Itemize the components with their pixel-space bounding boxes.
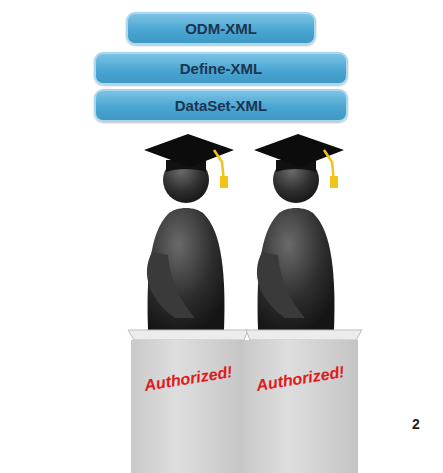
podium-label: Authorized! xyxy=(143,363,234,395)
format-band: ODM-XML xyxy=(126,12,316,45)
podium: Authorized! xyxy=(131,340,246,473)
podium: Authorized! xyxy=(243,340,358,473)
graduate-figure xyxy=(144,134,234,330)
format-band: DataSet-XML xyxy=(94,89,348,122)
band-label: DataSet-XML xyxy=(175,97,268,114)
band-label: Define-XML xyxy=(180,60,263,77)
format-band: Define-XML xyxy=(94,52,348,85)
graduate-figure xyxy=(254,134,344,330)
podium-label: Authorized! xyxy=(255,363,346,395)
podium-top xyxy=(128,330,362,340)
band-label: ODM-XML xyxy=(185,20,257,37)
page-number: 2 xyxy=(412,416,420,432)
